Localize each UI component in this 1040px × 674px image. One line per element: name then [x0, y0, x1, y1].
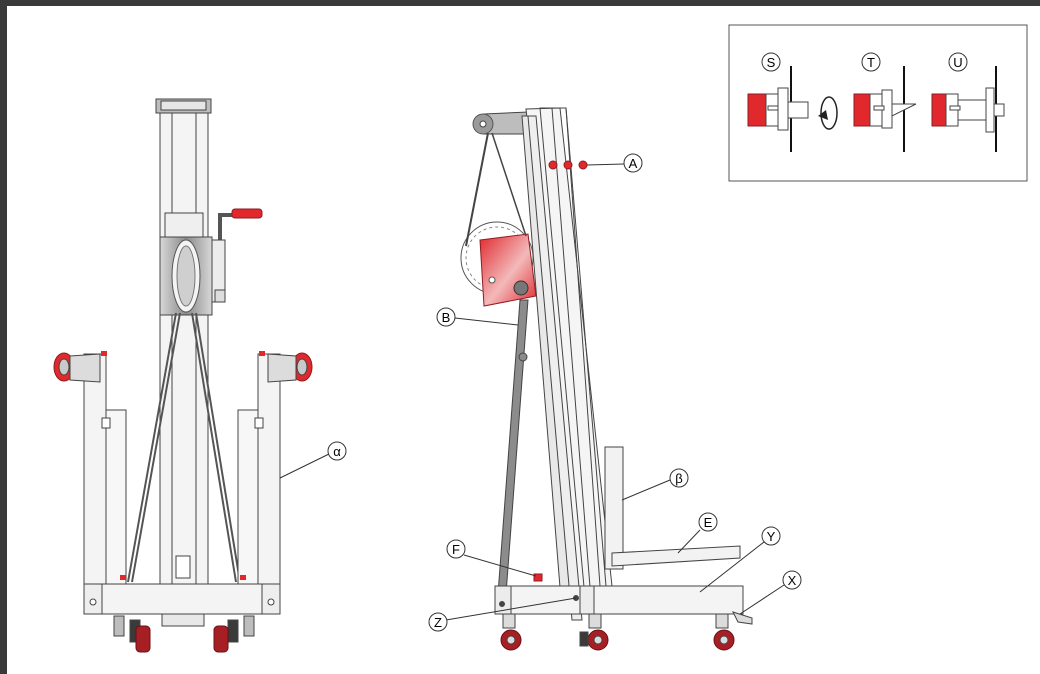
- callout-a-label: A: [629, 156, 638, 171]
- callout-y-label: Y: [767, 529, 776, 544]
- callout-beta: β: [621, 468, 689, 501]
- inset-s: S: [747, 52, 809, 152]
- callout-f: F: [446, 539, 537, 577]
- callout-alpha-label: α: [333, 444, 341, 459]
- callout-alpha: α: [279, 441, 347, 479]
- callout-e-label: E: [704, 515, 713, 530]
- pin-inset: S T U: [728, 24, 1028, 182]
- left-border: [0, 0, 7, 674]
- callout-z: Z: [428, 597, 577, 632]
- callout-beta-label: β: [675, 471, 682, 486]
- callout-z-label: Z: [434, 615, 442, 630]
- callout-y: Y: [699, 526, 781, 593]
- callout-b: B: [436, 307, 519, 327]
- callout-x-label: X: [788, 573, 797, 588]
- side-view: [460, 107, 753, 651]
- callout-b-label: B: [442, 310, 451, 325]
- front-view: [53, 98, 313, 653]
- inset-t: T: [853, 52, 917, 152]
- callout-x: X: [739, 570, 802, 615]
- inset-u: U: [931, 52, 1005, 152]
- callout-f-label: F: [452, 542, 460, 557]
- callout-e: E: [677, 512, 718, 554]
- inset-s-label: S: [767, 55, 776, 70]
- top-border: [0, 0, 1040, 6]
- inset-u-label: U: [953, 55, 962, 70]
- rotate-icon: [818, 96, 838, 130]
- inset-t-label: T: [867, 55, 875, 70]
- callout-a: A: [586, 153, 643, 173]
